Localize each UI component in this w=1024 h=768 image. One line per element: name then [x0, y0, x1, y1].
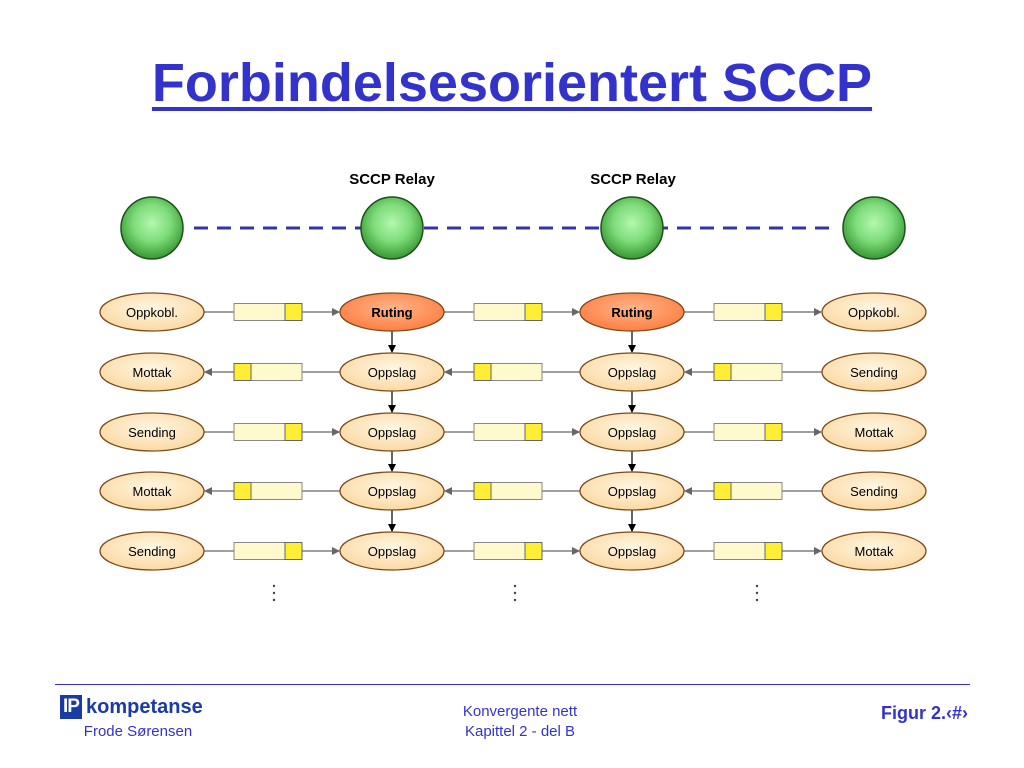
process-label: Oppslag — [608, 365, 656, 380]
process-ellipse — [579, 292, 685, 332]
process-label: Oppslag — [608, 425, 656, 440]
process-ellipse — [821, 352, 927, 392]
message-flag — [713, 482, 732, 500]
process-label: Ruting — [371, 305, 412, 320]
process-label: Oppslag — [368, 365, 416, 380]
process-ellipse — [821, 531, 927, 571]
footer-course-info: Konvergente nett Kapittel 2 - del B — [412, 702, 628, 742]
process-label: Oppslag — [608, 544, 656, 559]
continuation-dot — [513, 591, 517, 595]
process-label: Mottak — [854, 425, 894, 440]
process-ellipse — [339, 412, 445, 452]
message-flag — [284, 423, 303, 441]
logo-text: kompetanse — [86, 695, 203, 718]
continuation-dot — [272, 584, 276, 588]
process-label: Sending — [128, 425, 176, 440]
figure-number: Figur 2.‹#› — [880, 703, 968, 723]
author-name: Frode Sørensen — [83, 723, 193, 740]
process-ellipse — [579, 531, 685, 571]
process-label: Mottak — [132, 365, 172, 380]
message-flag — [524, 423, 543, 441]
process-ellipse — [99, 292, 205, 332]
continuation-dot — [755, 584, 759, 588]
message-flag — [473, 482, 492, 500]
message-flag — [764, 303, 783, 321]
message-flag — [473, 363, 492, 381]
relay-label-1: SCCP Relay — [349, 171, 435, 188]
process-label: Oppslag — [368, 544, 416, 559]
network-node-1 — [120, 196, 184, 260]
process-ellipse — [339, 471, 445, 511]
sccp-diagram: Oppkobl.MottakSendingMottakSendingRuting… — [99, 196, 927, 602]
process-row-layer: Oppkobl.MottakSendingMottakSendingRuting… — [99, 292, 927, 571]
process-ellipse — [579, 471, 685, 511]
company-logo: IP kompetanse — [60, 694, 203, 720]
process-label: Oppslag — [608, 484, 656, 499]
message-flag — [284, 303, 303, 321]
message-flag — [233, 482, 252, 500]
course-name: Konvergente nett — [462, 703, 578, 720]
process-ellipse — [579, 352, 685, 392]
page-title: Forbindelsesorientert SCCP — [151, 53, 873, 113]
process-ellipse — [821, 292, 927, 332]
process-ellipse — [821, 412, 927, 452]
network-node-layer — [120, 196, 906, 260]
process-label: Sending — [850, 484, 898, 499]
message-flag — [524, 303, 543, 321]
continuation-dot — [272, 598, 276, 602]
continuation-dot — [513, 584, 517, 588]
relay-label-2: SCCP Relay — [590, 171, 676, 188]
process-ellipse — [339, 531, 445, 571]
message-flag — [764, 542, 783, 560]
process-ellipse — [99, 531, 205, 571]
process-ellipse — [339, 352, 445, 392]
process-label: Sending — [128, 544, 176, 559]
message-flag — [764, 423, 783, 441]
process-ellipse — [339, 292, 445, 332]
footer-divider — [55, 684, 970, 685]
process-label: Mottak — [854, 544, 894, 559]
message-flag — [524, 542, 543, 560]
process-ellipse — [579, 412, 685, 452]
message-flag — [233, 363, 252, 381]
continuation-dot — [272, 591, 276, 595]
continuation-dot — [755, 591, 759, 595]
network-node-3 — [600, 196, 664, 260]
process-label: Oppslag — [368, 484, 416, 499]
chapter-name: Kapittel 2 - del B — [464, 723, 576, 740]
message-flag — [713, 363, 732, 381]
process-ellipse — [99, 352, 205, 392]
network-node-4 — [842, 196, 906, 260]
continuation-dots-layer — [272, 584, 759, 602]
process-label: Oppkobl. — [126, 305, 178, 320]
process-ellipse — [99, 471, 205, 511]
logo-mark: IP — [60, 695, 82, 719]
process-label: Ruting — [611, 305, 652, 320]
process-label: Oppkobl. — [848, 305, 900, 320]
process-label: Mottak — [132, 484, 172, 499]
continuation-dot — [755, 598, 759, 602]
process-ellipse — [99, 412, 205, 452]
process-label: Oppslag — [368, 425, 416, 440]
continuation-dot — [513, 598, 517, 602]
process-label: Sending — [850, 365, 898, 380]
network-node-2 — [360, 196, 424, 260]
process-ellipse — [821, 471, 927, 511]
message-flag — [284, 542, 303, 560]
